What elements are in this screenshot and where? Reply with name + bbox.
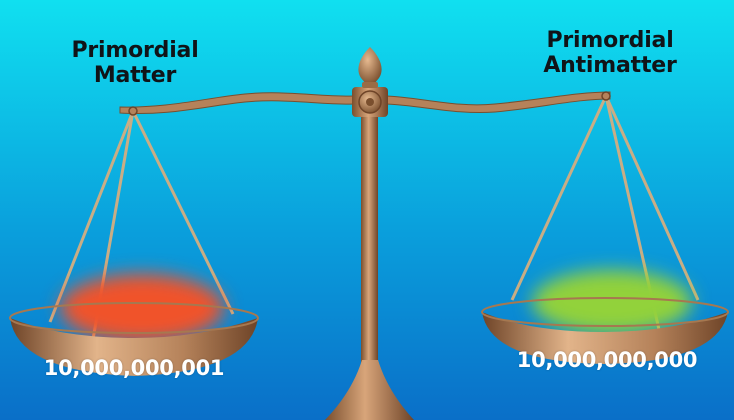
left-hook — [128, 106, 138, 116]
center-post — [361, 96, 378, 420]
finial — [358, 47, 382, 84]
antimatter-blob — [532, 270, 692, 334]
matter-title-line2: Matter — [93, 63, 177, 88]
antimatter-title-line1: Primordial — [546, 28, 674, 53]
antimatter-count: 10,000,000,000 — [516, 348, 698, 372]
matter-title-line1: Primordial — [71, 38, 199, 63]
scale-base — [325, 360, 414, 420]
matter-title: Primordial Matter — [55, 38, 215, 88]
antimatter-title: Primordial Antimatter — [530, 28, 690, 78]
left-pan — [9, 274, 259, 376]
matter-count: 10,000,000,001 — [43, 356, 225, 380]
right-pan — [481, 270, 729, 364]
matter-blob — [60, 274, 224, 342]
antimatter-title-line2: Antimatter — [543, 53, 677, 78]
right-hook — [601, 91, 611, 101]
